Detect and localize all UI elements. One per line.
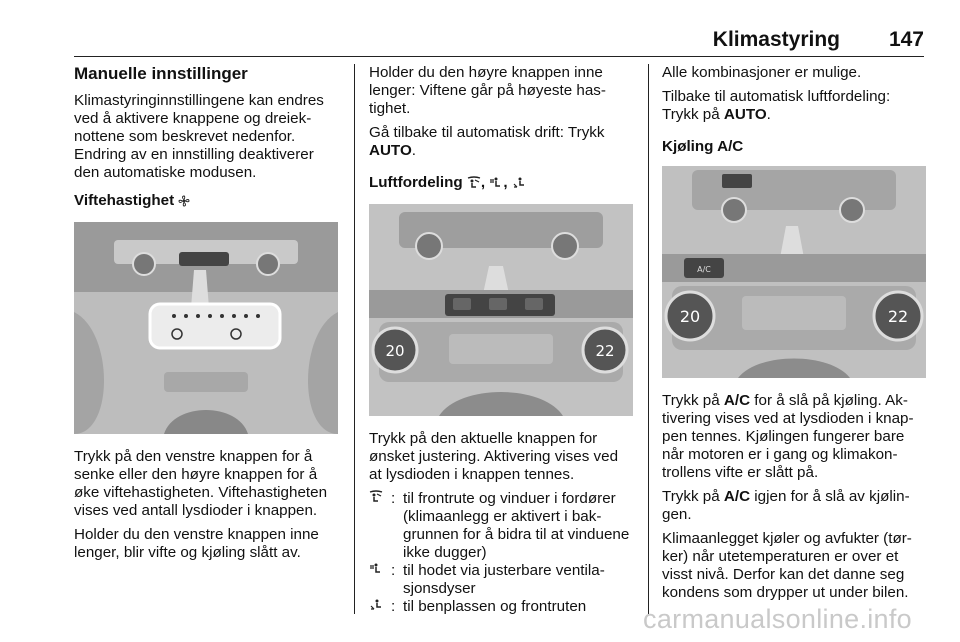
windscreen-airflow-icon — [467, 176, 481, 194]
fan-icon — [178, 194, 190, 212]
watermark: carmanualsonline.info — [643, 604, 912, 634]
ac-paragraph-2: Trykk på A/C igjen for å slå av kjølin­g… — [662, 488, 926, 524]
right-temp-label: 22 — [595, 342, 614, 360]
paragraph-auto-airflow-end: . — [766, 106, 771, 123]
fan-paragraph-1: Trykk på den venstre knappen for å senke… — [74, 448, 328, 519]
ac-label: A/C — [723, 488, 751, 505]
fan-speed-heading: Viftehastighet — [74, 192, 342, 212]
separator: : — [391, 598, 396, 615]
fan-paragraph-2: Holder du den venstre knappen inne lenge… — [74, 526, 319, 561]
left-temp-label: 20 — [385, 342, 404, 360]
paragraph-auto: Gå tilbake til automatisk drift: Trykk A… — [369, 124, 633, 160]
right-temp-label: 22 — [888, 307, 908, 326]
ac-paragraph-3: Klimaanlegget kjøler og avfukter (tør­ke… — [662, 530, 912, 601]
column-divider — [354, 64, 355, 614]
windscreen-airflow-icon — [369, 490, 391, 508]
ac-button-label: A/C — [697, 265, 711, 274]
ac-control-image: A/C 20 22 — [662, 166, 926, 378]
intro-paragraph: Klimastyringinnstillingene kan endres ve… — [74, 92, 324, 181]
list-item: : til benplassen og frontruten — [369, 598, 633, 616]
fan-speed-heading-text: Viftehastighet — [74, 192, 175, 209]
separator: : — [391, 490, 396, 507]
ac-paragraph-2-pre: Trykk på — [662, 488, 720, 505]
airflow-paragraph: Trykk på den aktuelle knappen for ønsket… — [369, 430, 619, 483]
auto-label: AUTO — [723, 106, 767, 123]
ac-heading: Kjøling A/C — [662, 138, 744, 155]
column-divider — [648, 64, 649, 614]
list-item: : til frontrute og vinduer i fordører (k… — [369, 490, 633, 562]
auto-label: AUTO — [369, 142, 412, 159]
airflow-heading: Luftfordeling , , — [369, 174, 633, 194]
airflow-heading-text: Luftfordeling — [369, 174, 463, 191]
paragraph-auto-airflow: Tilbake til automatisk luftfordeling: Tr… — [662, 88, 926, 124]
paragraph-auto-text: Gå tilbake til automatisk drift: Trykk — [369, 124, 605, 141]
separator: : — [391, 562, 396, 579]
paragraph-auto-airflow-text: Tilbake til automatisk luftfordeling: Tr… — [662, 88, 891, 123]
paragraph-auto-end: . — [411, 142, 416, 159]
airflow-control-image: 20 22 — [369, 204, 633, 416]
airflow-list: : til frontrute og vinduer i fordører (k… — [369, 490, 633, 616]
list-item: : til hodet via justerbare ventila­sjons… — [369, 562, 633, 598]
ac-paragraph-1-pre: Trykk på — [662, 392, 720, 409]
ac-paragraph-1-post: for å slå på kjøling. Ak­tivering vises … — [662, 392, 914, 481]
page-header: Klimastyring 147 — [74, 26, 924, 57]
foot-airflow-icon — [369, 598, 391, 616]
column-2: Holder du den høyre knappen inne lenger:… — [369, 64, 633, 616]
page-number: 147 — [888, 28, 924, 51]
chapter-title: Klimastyring — [712, 28, 840, 51]
list-item-text: til frontrute og vinduer i fordører (kli… — [403, 490, 630, 561]
foot-airflow-icon — [512, 176, 526, 194]
fan-control-image — [74, 222, 338, 434]
head-airflow-icon — [369, 562, 391, 580]
column-3: Alle kombinasjoner er mulige. Tilbake ti… — [662, 64, 926, 608]
list-item-text: til hodet via justerbare ventila­sjonsdy… — [403, 562, 605, 597]
list-item-text: til benplassen og frontruten — [403, 598, 587, 615]
section-heading: Manuelle innstillinger — [74, 64, 248, 83]
ac-paragraph-2-post: igjen for å slå av kjølin­gen. — [662, 488, 910, 523]
left-temp-label: 20 — [680, 307, 700, 326]
head-airflow-icon — [489, 176, 503, 194]
ac-paragraph-1: Trykk på A/C for å slå på kjøling. Ak­ti… — [662, 392, 926, 482]
column-1: Manuelle innstillinger Klimastyringinnst… — [74, 64, 342, 568]
paragraph-combinations: Alle kombinasjoner er mulige. — [662, 64, 862, 81]
paragraph-hold-right: Holder du den høyre knappen inne lenger:… — [369, 64, 606, 117]
ac-label: A/C — [723, 392, 751, 409]
